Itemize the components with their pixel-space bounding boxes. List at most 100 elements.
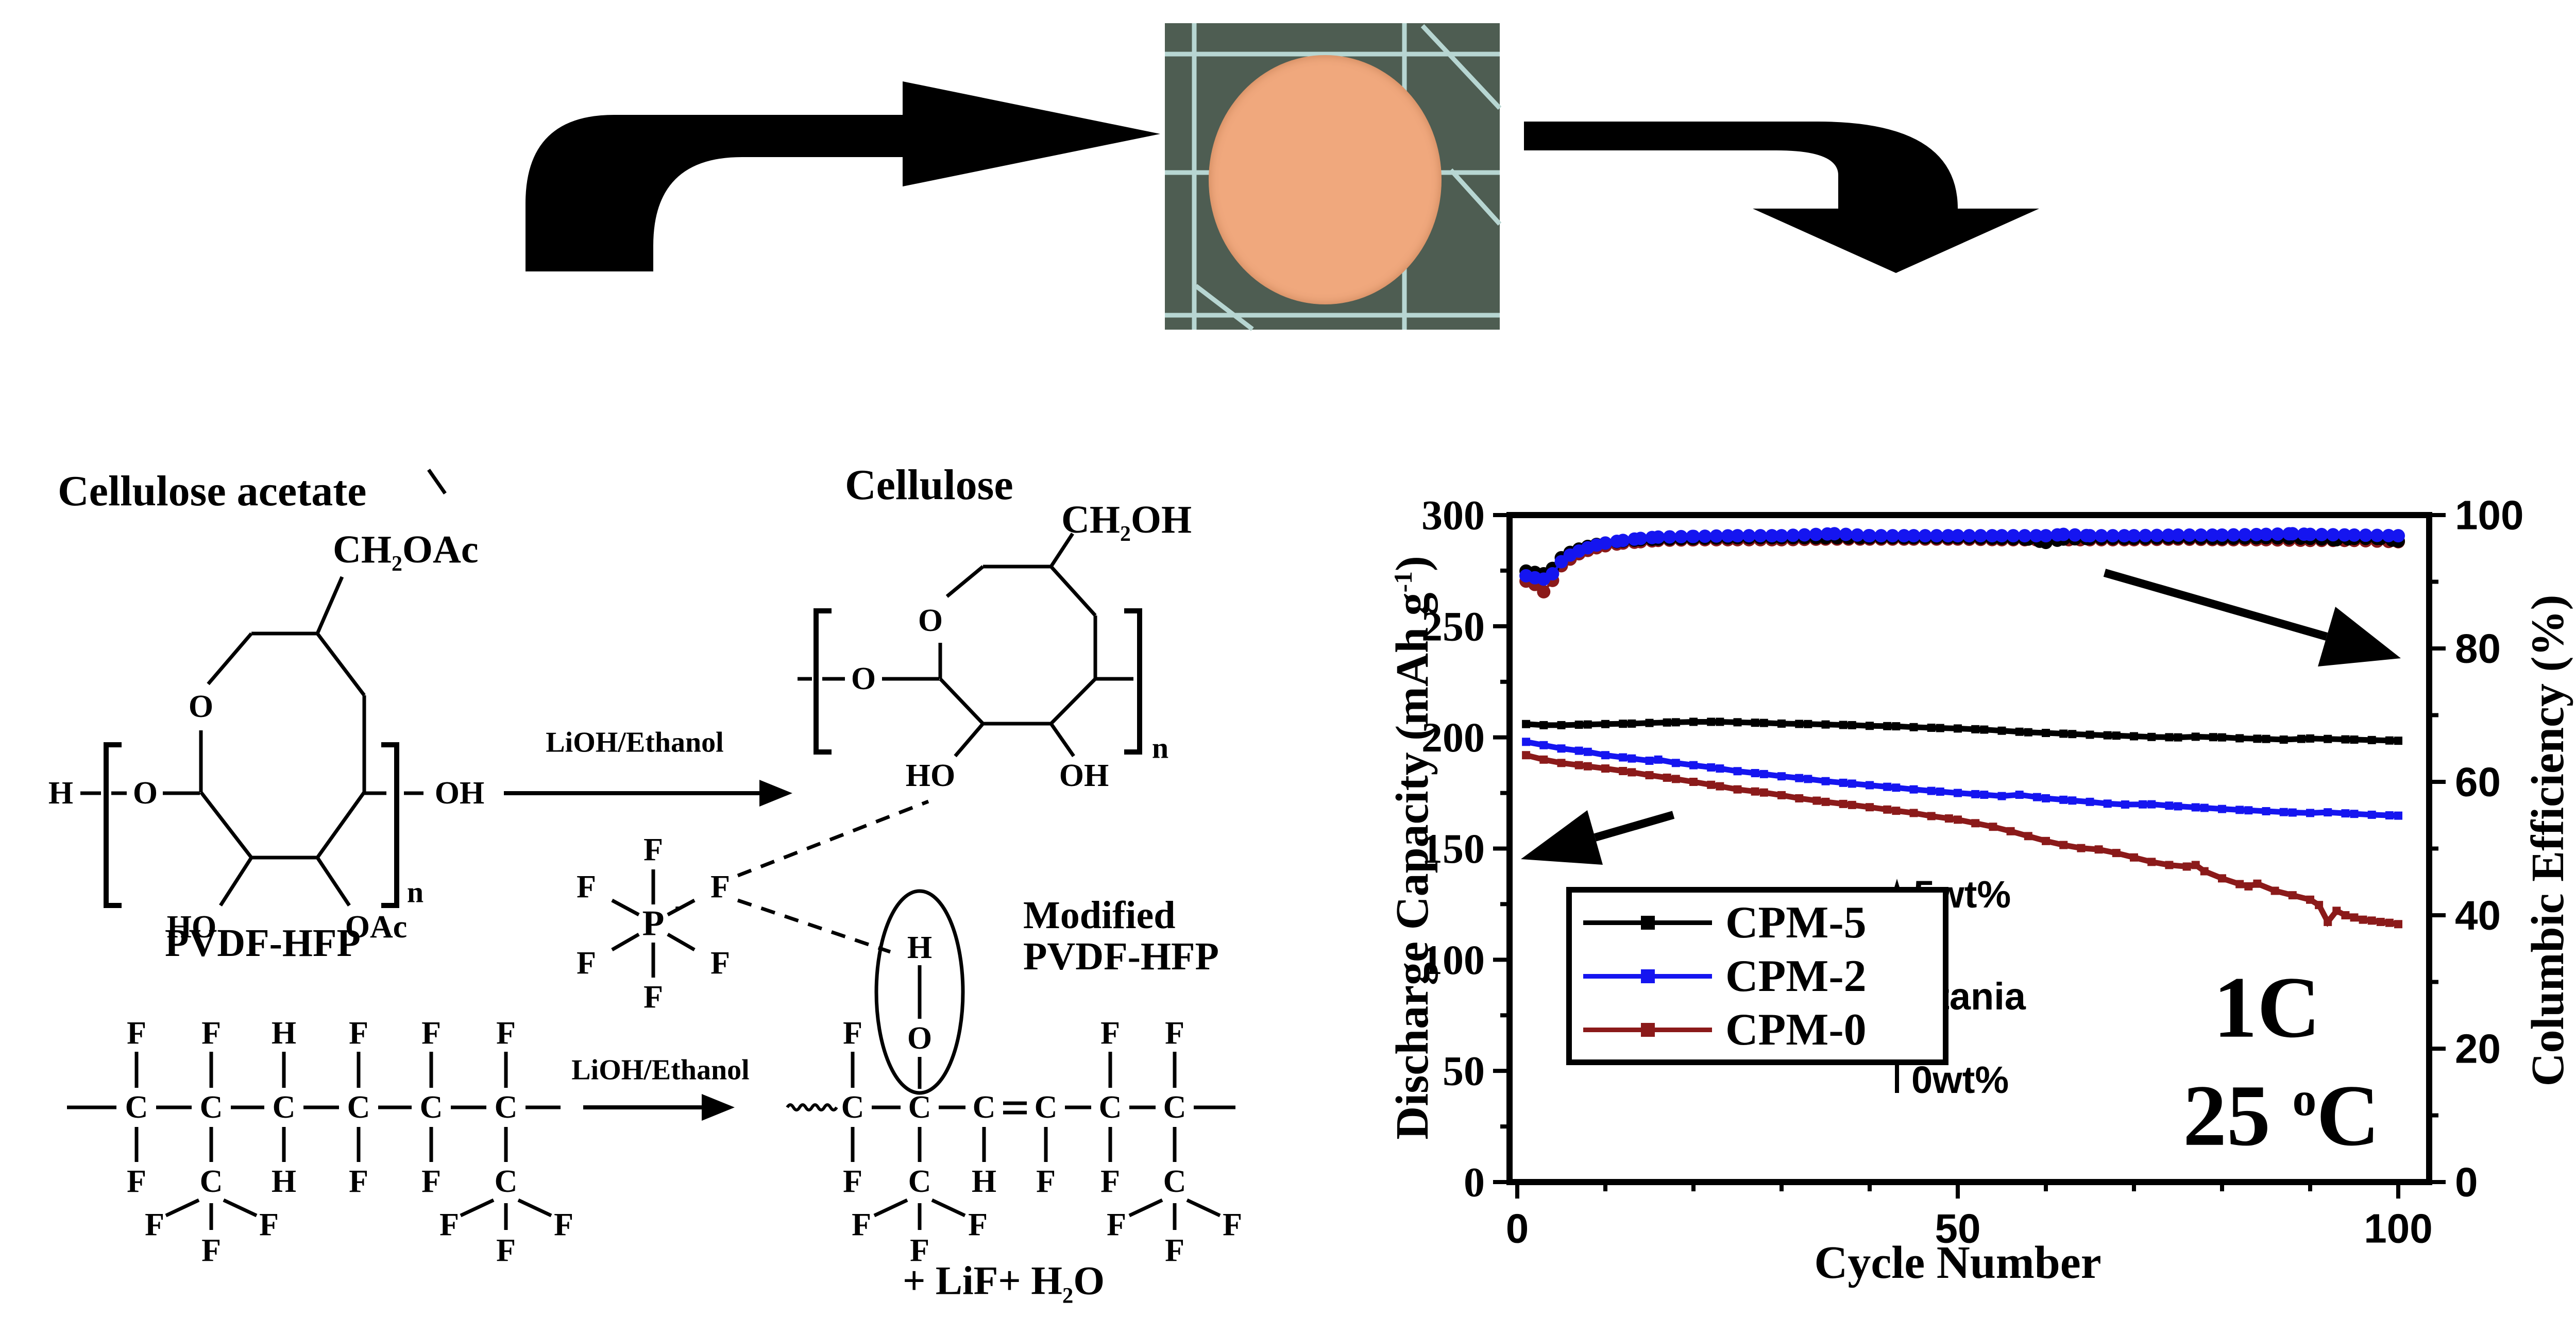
cutting-mat-grid — [1165, 23, 1502, 331]
legend-label: CPM-5 — [1725, 897, 1867, 948]
bond — [1049, 677, 1097, 725]
atom-F: F — [421, 1164, 441, 1199]
bond — [1049, 533, 1074, 568]
atom-F: F — [259, 1207, 279, 1242]
y-right-tick-label: 20 — [2455, 1026, 2501, 1072]
polymer-bracket — [381, 742, 399, 908]
highlight-ellipse — [874, 889, 965, 1095]
atom-C: C — [973, 1090, 996, 1125]
atom-C: C — [908, 1090, 931, 1125]
polymer-membrane-disc — [1209, 55, 1442, 304]
atom-F: F — [710, 946, 730, 981]
y-right-tick-label: 40 — [2455, 893, 2501, 938]
bond — [611, 898, 640, 917]
cellulose-title: Cellulose — [845, 461, 1013, 509]
legend-label: CPM-0 — [1725, 1004, 1867, 1055]
bond — [611, 932, 640, 952]
legend-marker-icon — [1583, 968, 1712, 984]
reagent-label-1: LiOH/Ethanol — [546, 726, 724, 759]
bond — [517, 1198, 552, 1218]
atom-OH: OH — [1059, 758, 1109, 793]
atom-O: O — [189, 689, 213, 724]
CPM-5-capacity-series — [1522, 717, 2402, 745]
atom-C: C — [200, 1164, 223, 1199]
atom-F: F — [710, 869, 730, 904]
atom-HO: HO — [906, 758, 955, 793]
x-tick-label: 100 — [2364, 1206, 2432, 1252]
atom-O: O — [907, 1021, 932, 1056]
atom-F: F — [1100, 1016, 1120, 1051]
legend-item: CPM-2 — [1583, 950, 1931, 1002]
y-right-tick-label: 60 — [2455, 759, 2501, 805]
atom-F: F — [349, 1016, 368, 1051]
bond — [165, 1198, 200, 1218]
atom-C: C — [841, 1090, 865, 1125]
y-left-tick-label: 100 — [1421, 936, 1485, 983]
atom--: - — [674, 891, 683, 920]
bond — [427, 469, 447, 494]
atom-F: F — [201, 1233, 221, 1268]
atom-F: F — [643, 980, 663, 1015]
atom-C: C — [495, 1090, 518, 1125]
bond — [316, 857, 351, 907]
temperature-annotation: 25 oC — [2182, 1067, 2380, 1164]
atom-F: F — [910, 1233, 929, 1268]
bond — [223, 1198, 258, 1218]
atom-F: F — [843, 1164, 862, 1199]
atom-F: F — [1036, 1164, 1056, 1199]
atom-F: F — [1100, 1164, 1120, 1199]
atom-H: H — [272, 1164, 296, 1199]
y-left-tick-label: 200 — [1421, 714, 1485, 761]
pvdf-title: PVDF-HFP — [165, 921, 361, 965]
y-left-tick-label: 50 — [1443, 1048, 1485, 1094]
bond — [460, 1198, 495, 1218]
bond — [207, 632, 253, 686]
atom-F: F — [1107, 1207, 1126, 1242]
membrane-photo — [1165, 23, 1502, 331]
byproduct-label: + LiF+ H2O — [902, 1258, 1105, 1308]
atom-C: C — [273, 1090, 296, 1125]
legend-marker-icon — [1583, 1022, 1712, 1037]
atom-C: C — [420, 1090, 443, 1125]
bond — [1049, 722, 1075, 758]
reaction-arrow-icon — [759, 780, 792, 807]
atom-C: C — [1163, 1164, 1187, 1199]
atom-H: H — [907, 930, 932, 965]
bond — [873, 1198, 908, 1218]
atom-F: F — [349, 1164, 368, 1199]
atom-F: F — [554, 1207, 573, 1242]
bond — [1186, 1198, 1221, 1218]
atom-C: C — [495, 1164, 518, 1199]
legend-marker-icon — [1583, 915, 1712, 930]
bond — [939, 677, 985, 725]
atom-F: F — [852, 1207, 871, 1242]
c-rate-annotation: 1C — [2213, 959, 2320, 1056]
bond — [737, 898, 891, 954]
atom-H: H — [272, 1016, 296, 1051]
y-right-tick-label: 100 — [2455, 492, 2523, 538]
bond — [1049, 565, 1097, 617]
legend-item: CPM-5 — [1583, 897, 1931, 949]
bond — [667, 932, 696, 952]
atom-F: F — [577, 869, 596, 904]
y-left-tick-label: 250 — [1421, 603, 1485, 649]
atom-F: F — [577, 946, 596, 981]
atom-F: F — [145, 1207, 164, 1242]
titania-0wt-label: 0wt% — [1911, 1058, 2009, 1101]
reaction-arrow-icon — [702, 1094, 735, 1121]
atom-C: C — [200, 1090, 223, 1125]
cellulose-acetate-title: Cellulose acetate — [58, 467, 367, 515]
y-left-tick-label: 300 — [1421, 492, 1485, 539]
atom-n: n — [1152, 731, 1168, 765]
atom-F: F — [968, 1207, 988, 1242]
atom-F: F — [201, 1016, 221, 1051]
bond — [737, 799, 929, 878]
atom-O: O — [851, 661, 876, 696]
polymer-bracket — [104, 742, 122, 908]
elbow-arrow-right-icon — [526, 81, 1160, 271]
bond — [199, 791, 253, 859]
bond — [316, 632, 366, 697]
atom-F: F — [127, 1016, 146, 1051]
